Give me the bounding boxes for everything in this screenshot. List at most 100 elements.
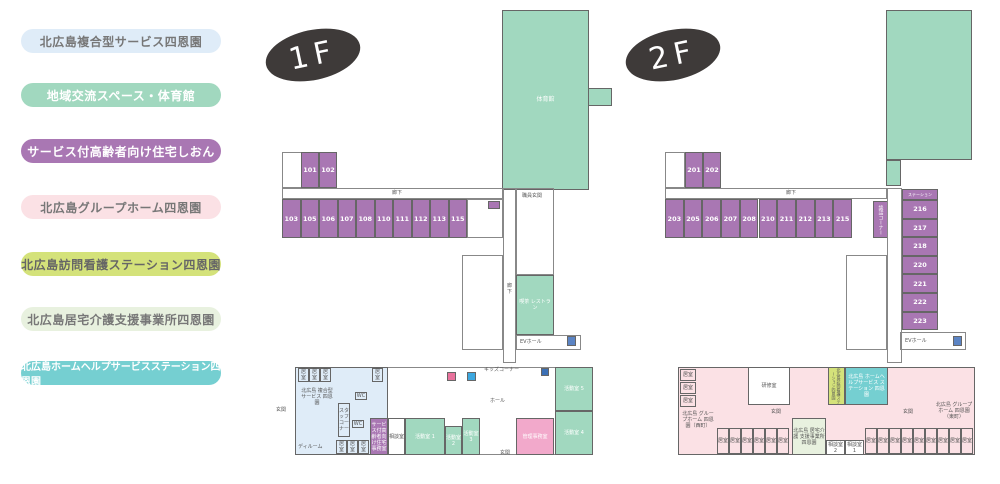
room-101[interactable]: 101	[301, 152, 319, 188]
room-213[interactable]: 213	[814, 199, 834, 238]
room-106[interactable]: 106	[319, 199, 338, 238]
room-220[interactable]: 220	[902, 255, 938, 275]
room-218[interactable]: 218	[902, 237, 938, 256]
legend-item[interactable]: 地域交流スペース・体育館	[21, 83, 221, 107]
resident-room[interactable]: 居室	[347, 440, 358, 454]
activity-room-4[interactable]: 活動室 4	[555, 411, 593, 455]
room-103[interactable]: 103	[282, 199, 301, 238]
corridor-v-1f	[503, 188, 516, 363]
hall-label: ホール	[490, 398, 506, 404]
resident-room[interactable]: 居室	[336, 440, 347, 454]
corridor-v-label-1f: 廊下	[507, 283, 513, 295]
consult-room-1f[interactable]: 相談室	[388, 418, 405, 455]
room-107[interactable]: 107	[337, 199, 356, 238]
room-105[interactable]: 105	[300, 199, 319, 238]
resident-room[interactable]: 居室	[680, 395, 696, 407]
activity-room-2[interactable]: 活動室 2	[445, 426, 462, 455]
resident-room[interactable]: 居室	[877, 428, 889, 454]
kids-corner-label: キッズコーナー	[484, 367, 520, 373]
room-216[interactable]: 216	[902, 200, 938, 219]
resident-room[interactable]: 居室	[937, 428, 949, 454]
kyotaku-office[interactable]: 北広島 居宅介護 支援事業所 四恩園	[792, 418, 826, 455]
resident-room[interactable]: 居室	[913, 428, 925, 454]
room-112[interactable]: 112	[411, 199, 430, 238]
room-217[interactable]: 217	[902, 218, 938, 238]
activity-room-1[interactable]: 活動室 1	[405, 418, 445, 455]
training-room[interactable]: 研修室	[748, 367, 790, 405]
resident-room[interactable]: 居室	[961, 428, 973, 454]
legend-item[interactable]: 北広島グループホーム四恩園	[21, 195, 221, 219]
restaurant[interactable]: 喫茶 レストラン	[516, 275, 554, 335]
resident-room[interactable]: 居室	[741, 428, 753, 454]
room-221[interactable]: 221	[902, 274, 938, 293]
gym-2f	[886, 10, 972, 160]
room-215[interactable]: 215	[833, 199, 852, 238]
room-108[interactable]: 108	[356, 199, 375, 238]
consult-room-2[interactable]: 相談室 2	[826, 440, 845, 455]
resident-room[interactable]: 居室	[889, 428, 901, 454]
lounge-2f[interactable]: 談話コーナー	[873, 201, 888, 238]
nursing-station[interactable]: 北広島訪問看護ステーション四恩園	[828, 367, 845, 405]
side-entrance-label: 玄関	[276, 407, 287, 413]
day-room-label: ディルーム	[298, 444, 323, 450]
room-113[interactable]: 113	[430, 199, 449, 238]
room-102[interactable]: 102	[319, 152, 337, 188]
resident-room[interactable]: 居室	[309, 368, 320, 382]
wing-west-1f	[462, 255, 503, 350]
resident-room[interactable]: 居室	[753, 428, 765, 454]
entrance-west-2f: 玄関	[771, 409, 782, 415]
room-207[interactable]: 207	[721, 199, 740, 238]
resident-room[interactable]: 居室	[298, 368, 309, 382]
mens-toilet-icon	[467, 372, 476, 381]
admin-office[interactable]: 管理事務室	[516, 418, 554, 455]
room-210[interactable]: 210	[758, 199, 778, 238]
elevator-icon-2f	[953, 336, 962, 346]
room-222[interactable]: 222	[902, 293, 938, 312]
wc: WC	[352, 420, 364, 428]
room-201[interactable]: 201	[685, 152, 703, 188]
resident-room[interactable]: 居室	[717, 428, 729, 454]
room-208[interactable]: 208	[739, 199, 759, 238]
room-205[interactable]: 205	[683, 199, 703, 238]
room-223[interactable]: 223	[902, 311, 938, 331]
floor-2f-badge: 2F	[620, 20, 726, 90]
elevator-icon-1f	[567, 336, 576, 346]
resident-room[interactable]: 居室	[680, 369, 696, 381]
station-2f[interactable]: ステーション	[902, 189, 938, 200]
resident-room[interactable]: 居室	[925, 428, 937, 454]
resident-room[interactable]: 居室	[865, 428, 877, 454]
accessible-toilet-icon	[541, 368, 549, 376]
resident-room[interactable]: 居室	[372, 368, 383, 382]
activity-room-5[interactable]: 活動室 5	[555, 367, 593, 411]
activity-room-3[interactable]: 活動室 3	[462, 418, 480, 455]
room-111[interactable]: 111	[393, 199, 412, 238]
gh-west-label: 北広島 グループホーム 四恩園（西町）	[682, 411, 714, 429]
room-202[interactable]: 202	[703, 152, 721, 188]
legend-item[interactable]: サービス付高齢者向け住宅しおん	[21, 139, 221, 163]
sakou-office[interactable]: サービス付高齢者向け住宅事務室	[370, 418, 388, 455]
legend-item[interactable]: 北広島ホームヘルプサービスステーション四恩園	[21, 361, 221, 388]
resident-room[interactable]: 居室	[729, 428, 741, 454]
resident-room[interactable]: 居室	[320, 368, 331, 382]
room-206[interactable]: 206	[702, 199, 722, 238]
consult-room-1[interactable]: 相談室 1	[845, 440, 864, 455]
resident-room[interactable]: 居室	[358, 440, 369, 454]
room-115[interactable]: 115	[448, 199, 467, 238]
room-203[interactable]: 203	[665, 199, 684, 238]
room-212[interactable]: 212	[795, 199, 815, 238]
legend-item[interactable]: 北広島訪問看護ステーション四恩園	[21, 252, 221, 276]
resident-room[interactable]: 居室	[901, 428, 913, 454]
legend-item[interactable]: 北広島複合型サービス四恩園	[21, 29, 221, 53]
room-110[interactable]: 110	[374, 199, 393, 238]
staff-entrance-label: 職員玄関	[522, 193, 543, 199]
resident-room[interactable]: 居室	[777, 428, 789, 454]
resident-room[interactable]: 居室	[680, 382, 696, 394]
room-211[interactable]: 211	[777, 199, 796, 238]
legend-item[interactable]: 北広島居宅介護支援事業所四恩園	[21, 307, 221, 331]
wing-west-2f	[846, 255, 887, 350]
resident-room[interactable]: 居室	[949, 428, 961, 454]
gym-1f[interactable]: 体育館	[502, 10, 589, 190]
small-room-1f	[488, 201, 500, 209]
resident-room[interactable]: 居室	[765, 428, 777, 454]
homehelp-station[interactable]: 北広島 ホームヘルプサービス ステーション 四恩園	[845, 367, 888, 405]
